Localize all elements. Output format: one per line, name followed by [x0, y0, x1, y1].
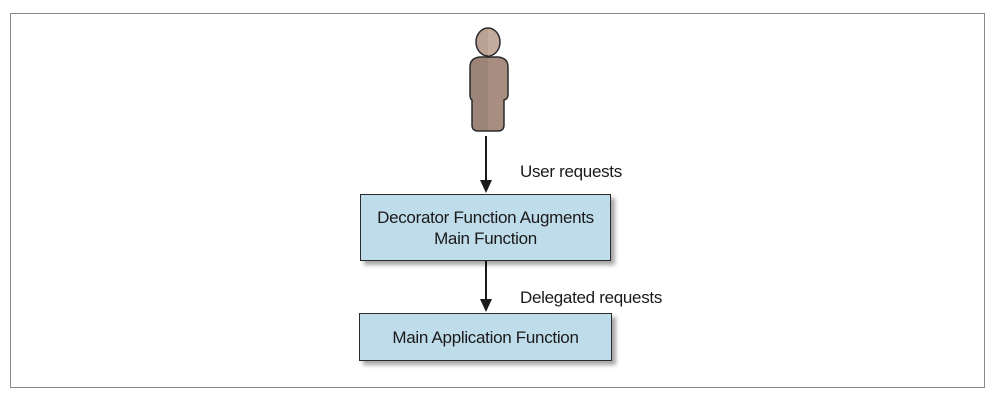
decorator-function-box: Decorator Function Augments Main Functio…: [360, 194, 611, 261]
main-box-line-1: Main Application Function: [392, 327, 579, 347]
main-application-function-box: Main Application Function: [359, 313, 612, 361]
user-icon: [469, 27, 509, 132]
edge-label-delegated-requests: Delegated requests: [520, 288, 663, 307]
decorator-box-line-1: Decorator Function Augments: [377, 207, 594, 227]
arrow-user-to-decorator: [480, 136, 492, 193]
edge-label-user-requests: User requests: [520, 162, 622, 181]
decorator-box-line-2: Main Function: [434, 228, 537, 248]
arrow-decorator-to-main: [480, 261, 492, 312]
